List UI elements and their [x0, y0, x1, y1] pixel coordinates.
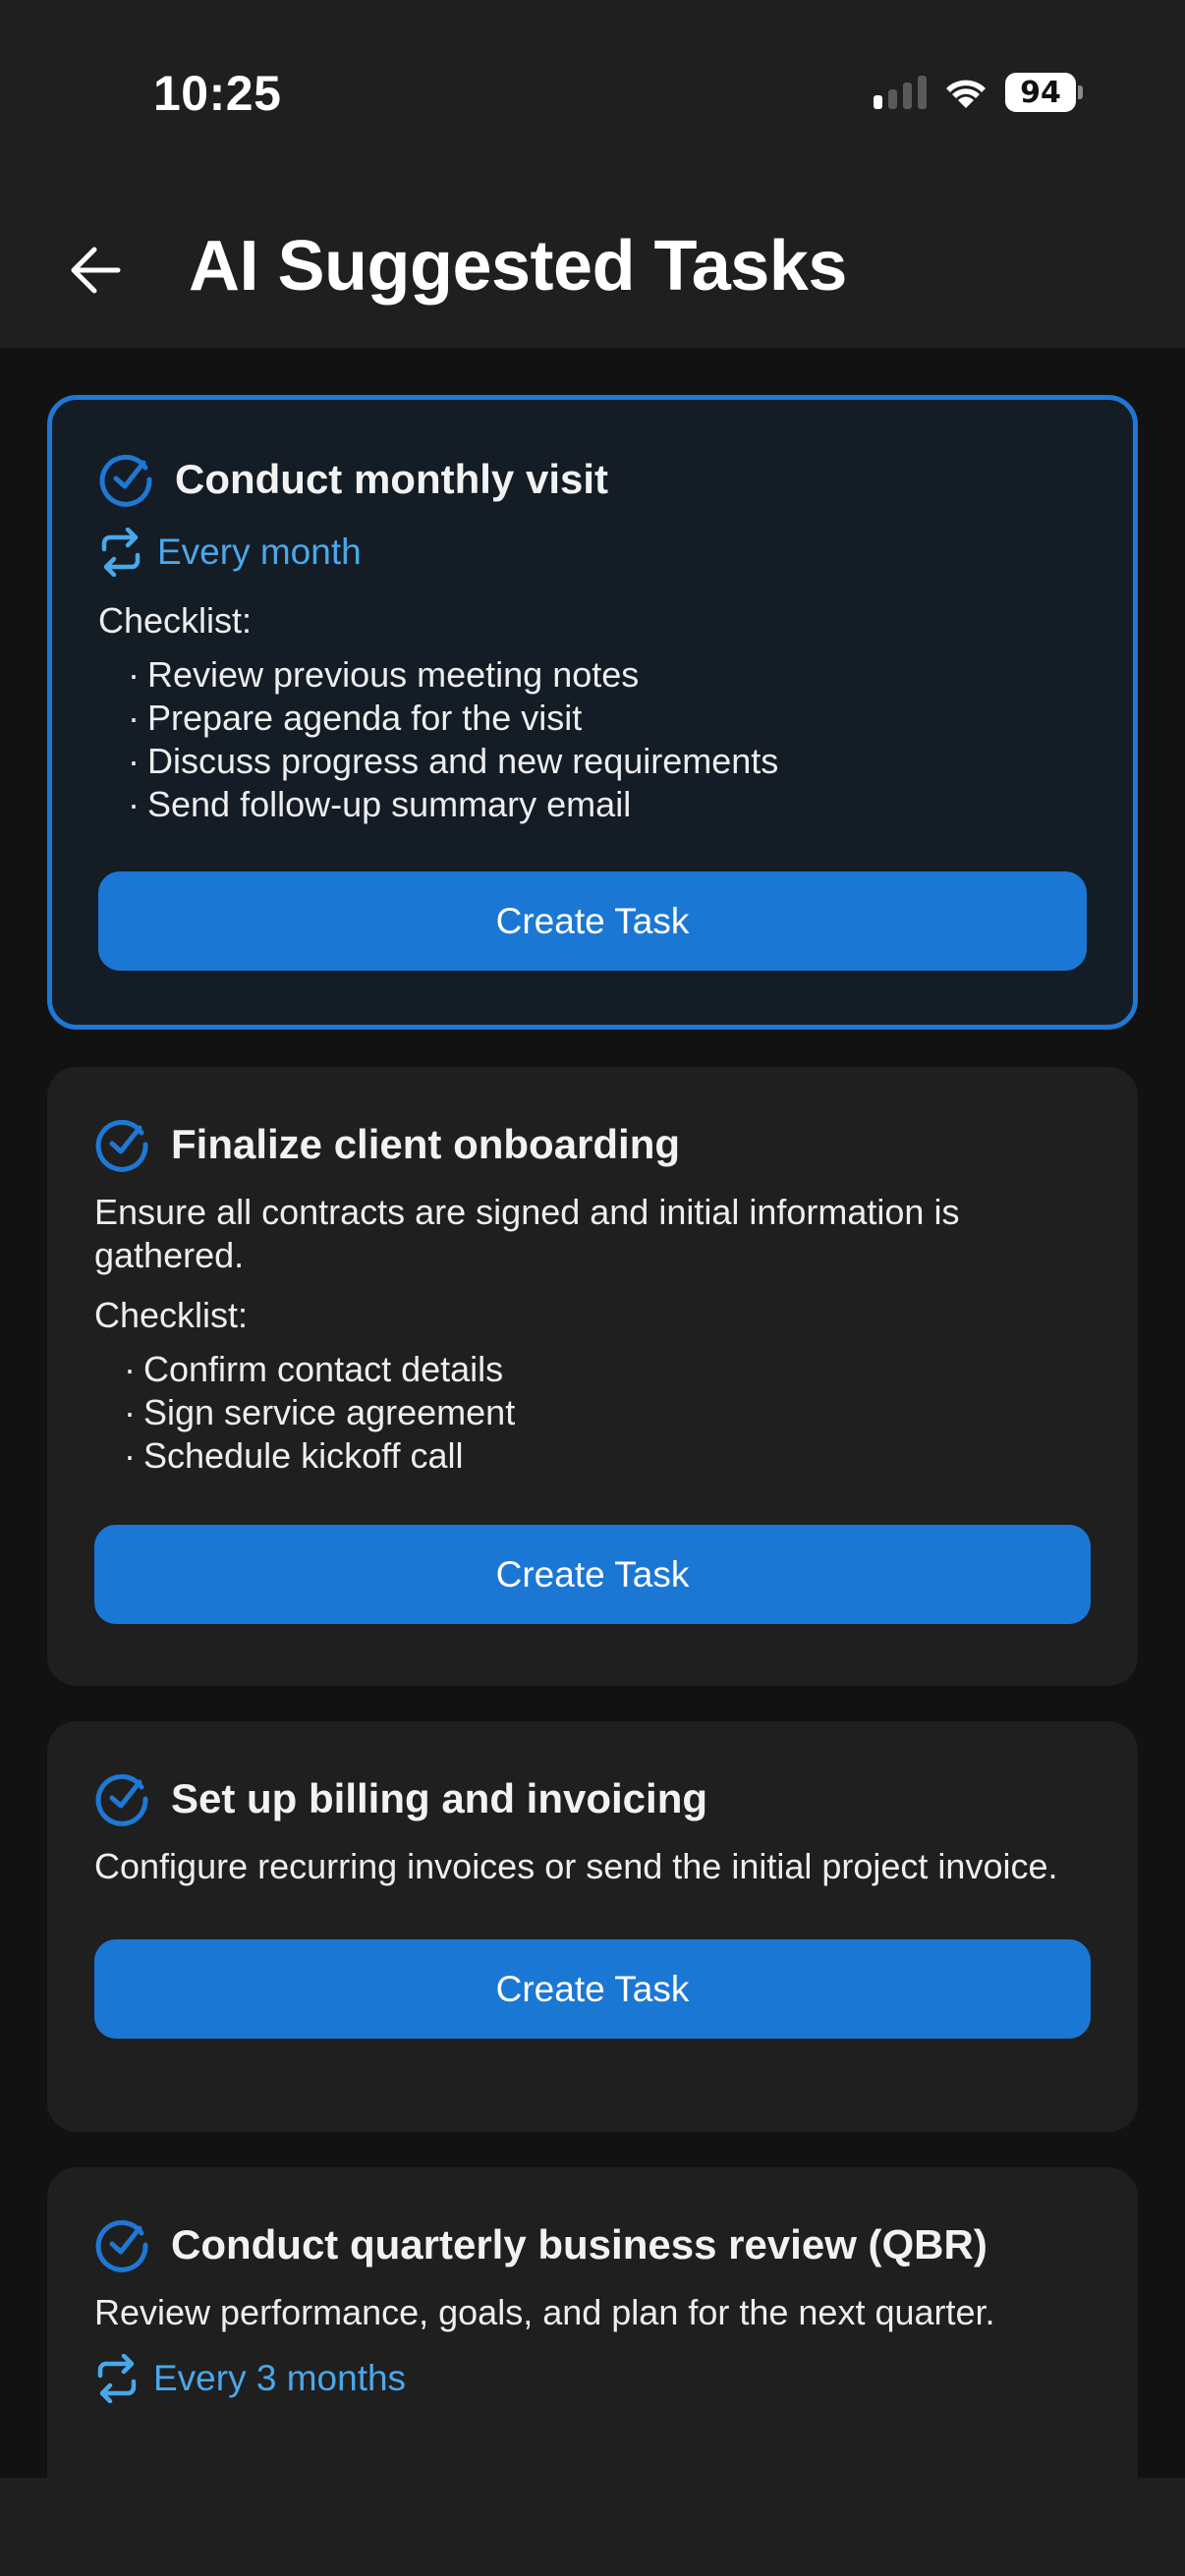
status-time: 10:25: [153, 66, 282, 121]
task-card[interactable]: Finalize client onboarding Ensure all co…: [47, 1067, 1138, 1686]
recurrence-row: Every 3 months: [94, 2354, 1091, 2403]
task-list[interactable]: Conduct monthly visit Every month Checkl…: [0, 348, 1185, 2478]
create-task-button[interactable]: Create Task: [94, 1525, 1091, 1624]
task-card[interactable]: Set up billing and invoicing Configure r…: [47, 1721, 1138, 2132]
checklist-item: ·Discuss progress and new requirements: [128, 741, 779, 781]
task-title: Conduct monthly visit: [175, 456, 608, 502]
checklist: ·Review previous meeting notes ·Prepare …: [98, 653, 1087, 826]
repeat-icon: [101, 528, 141, 577]
create-task-button[interactable]: Create Task: [98, 871, 1087, 971]
task-card[interactable]: Conduct monthly visit Every month Checkl…: [47, 395, 1138, 1030]
page-title: AI Suggested Tasks: [189, 227, 847, 306]
cellular-signal-icon: [874, 76, 927, 109]
bottom-safe-area: [0, 2478, 1185, 2576]
wifi-icon: [946, 80, 986, 108]
repeat-icon: [97, 2354, 137, 2403]
task-title-row: Set up billing and invoicing: [94, 1770, 1091, 1827]
task-title: Finalize client onboarding: [171, 1121, 681, 1167]
task-title: Conduct quarterly business review (QBR): [171, 2221, 988, 2268]
checklist-item: ·Prepare agenda for the visit: [128, 698, 583, 738]
checklist: ·Confirm contact details ·Sign service a…: [94, 1348, 1091, 1478]
task-title-row: Finalize client onboarding: [94, 1116, 1091, 1173]
status-icons: 94: [874, 73, 1083, 112]
check-circle-icon: [95, 1119, 148, 1172]
recurrence-row: Every month: [98, 528, 1087, 577]
battery-icon: 94: [1005, 73, 1083, 112]
task-card[interactable]: Conduct quarterly business review (QBR) …: [47, 2167, 1138, 2478]
battery-level: 94: [1005, 73, 1076, 112]
task-title-row: Conduct quarterly business review (QBR): [94, 2216, 1091, 2273]
checklist-label: Checklist:: [94, 1295, 249, 1335]
status-bar: 10:25 94: [0, 0, 1185, 196]
checklist-item: ·Schedule kickoff call: [124, 1435, 464, 1476]
task-description: Ensure all contracts are signed and init…: [94, 1192, 960, 1275]
arrow-left-icon: [71, 247, 121, 294]
recurrence-text: Every 3 months: [153, 2358, 407, 2398]
task-description: Review performance, goals, and plan for …: [94, 2292, 995, 2332]
back-button[interactable]: [61, 236, 130, 305]
check-circle-icon: [95, 2219, 148, 2272]
task-description: Configure recurring invoices or send the…: [94, 1846, 1058, 1886]
check-circle-icon: [95, 1773, 148, 1826]
app-header: AI Suggested Tasks: [0, 196, 1185, 348]
recurrence-text: Every month: [157, 532, 362, 572]
checklist-item: ·Review previous meeting notes: [128, 654, 640, 695]
task-title-row: Conduct monthly visit: [98, 451, 1087, 508]
checklist-item: ·Send follow-up summary email: [128, 784, 632, 824]
create-task-button[interactable]: Create Task: [94, 1939, 1091, 2039]
checklist-label: Checklist:: [98, 600, 253, 641]
checklist-item: ·Confirm contact details: [124, 1349, 504, 1389]
check-circle-icon: [99, 454, 152, 507]
checklist-item: ·Sign service agreement: [124, 1392, 516, 1432]
task-title: Set up billing and invoicing: [171, 1775, 707, 1821]
